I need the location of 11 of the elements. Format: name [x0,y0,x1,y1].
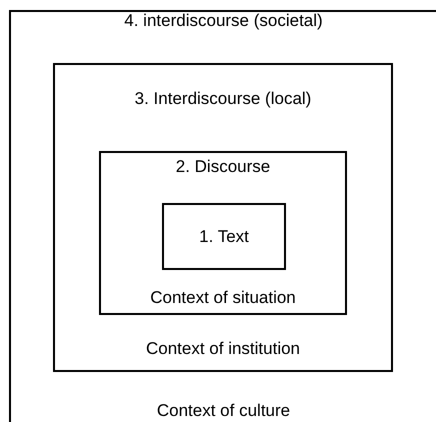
nested-context-box [99,151,347,315]
nested-context-box [9,10,436,422]
nested-context-box [162,203,286,270]
level-heading: 4. interdiscourse (societal) [123,10,324,32]
context-label: Context of culture [156,400,292,422]
level-heading: 2. Discourse [174,156,272,178]
level-heading: 3. Interdiscourse (local) [134,88,312,110]
context-label: Context of situation [149,287,297,309]
context-label: Context of institution [144,338,302,360]
nested-context-box [53,63,393,372]
level-heading: 1. Text [198,226,250,248]
